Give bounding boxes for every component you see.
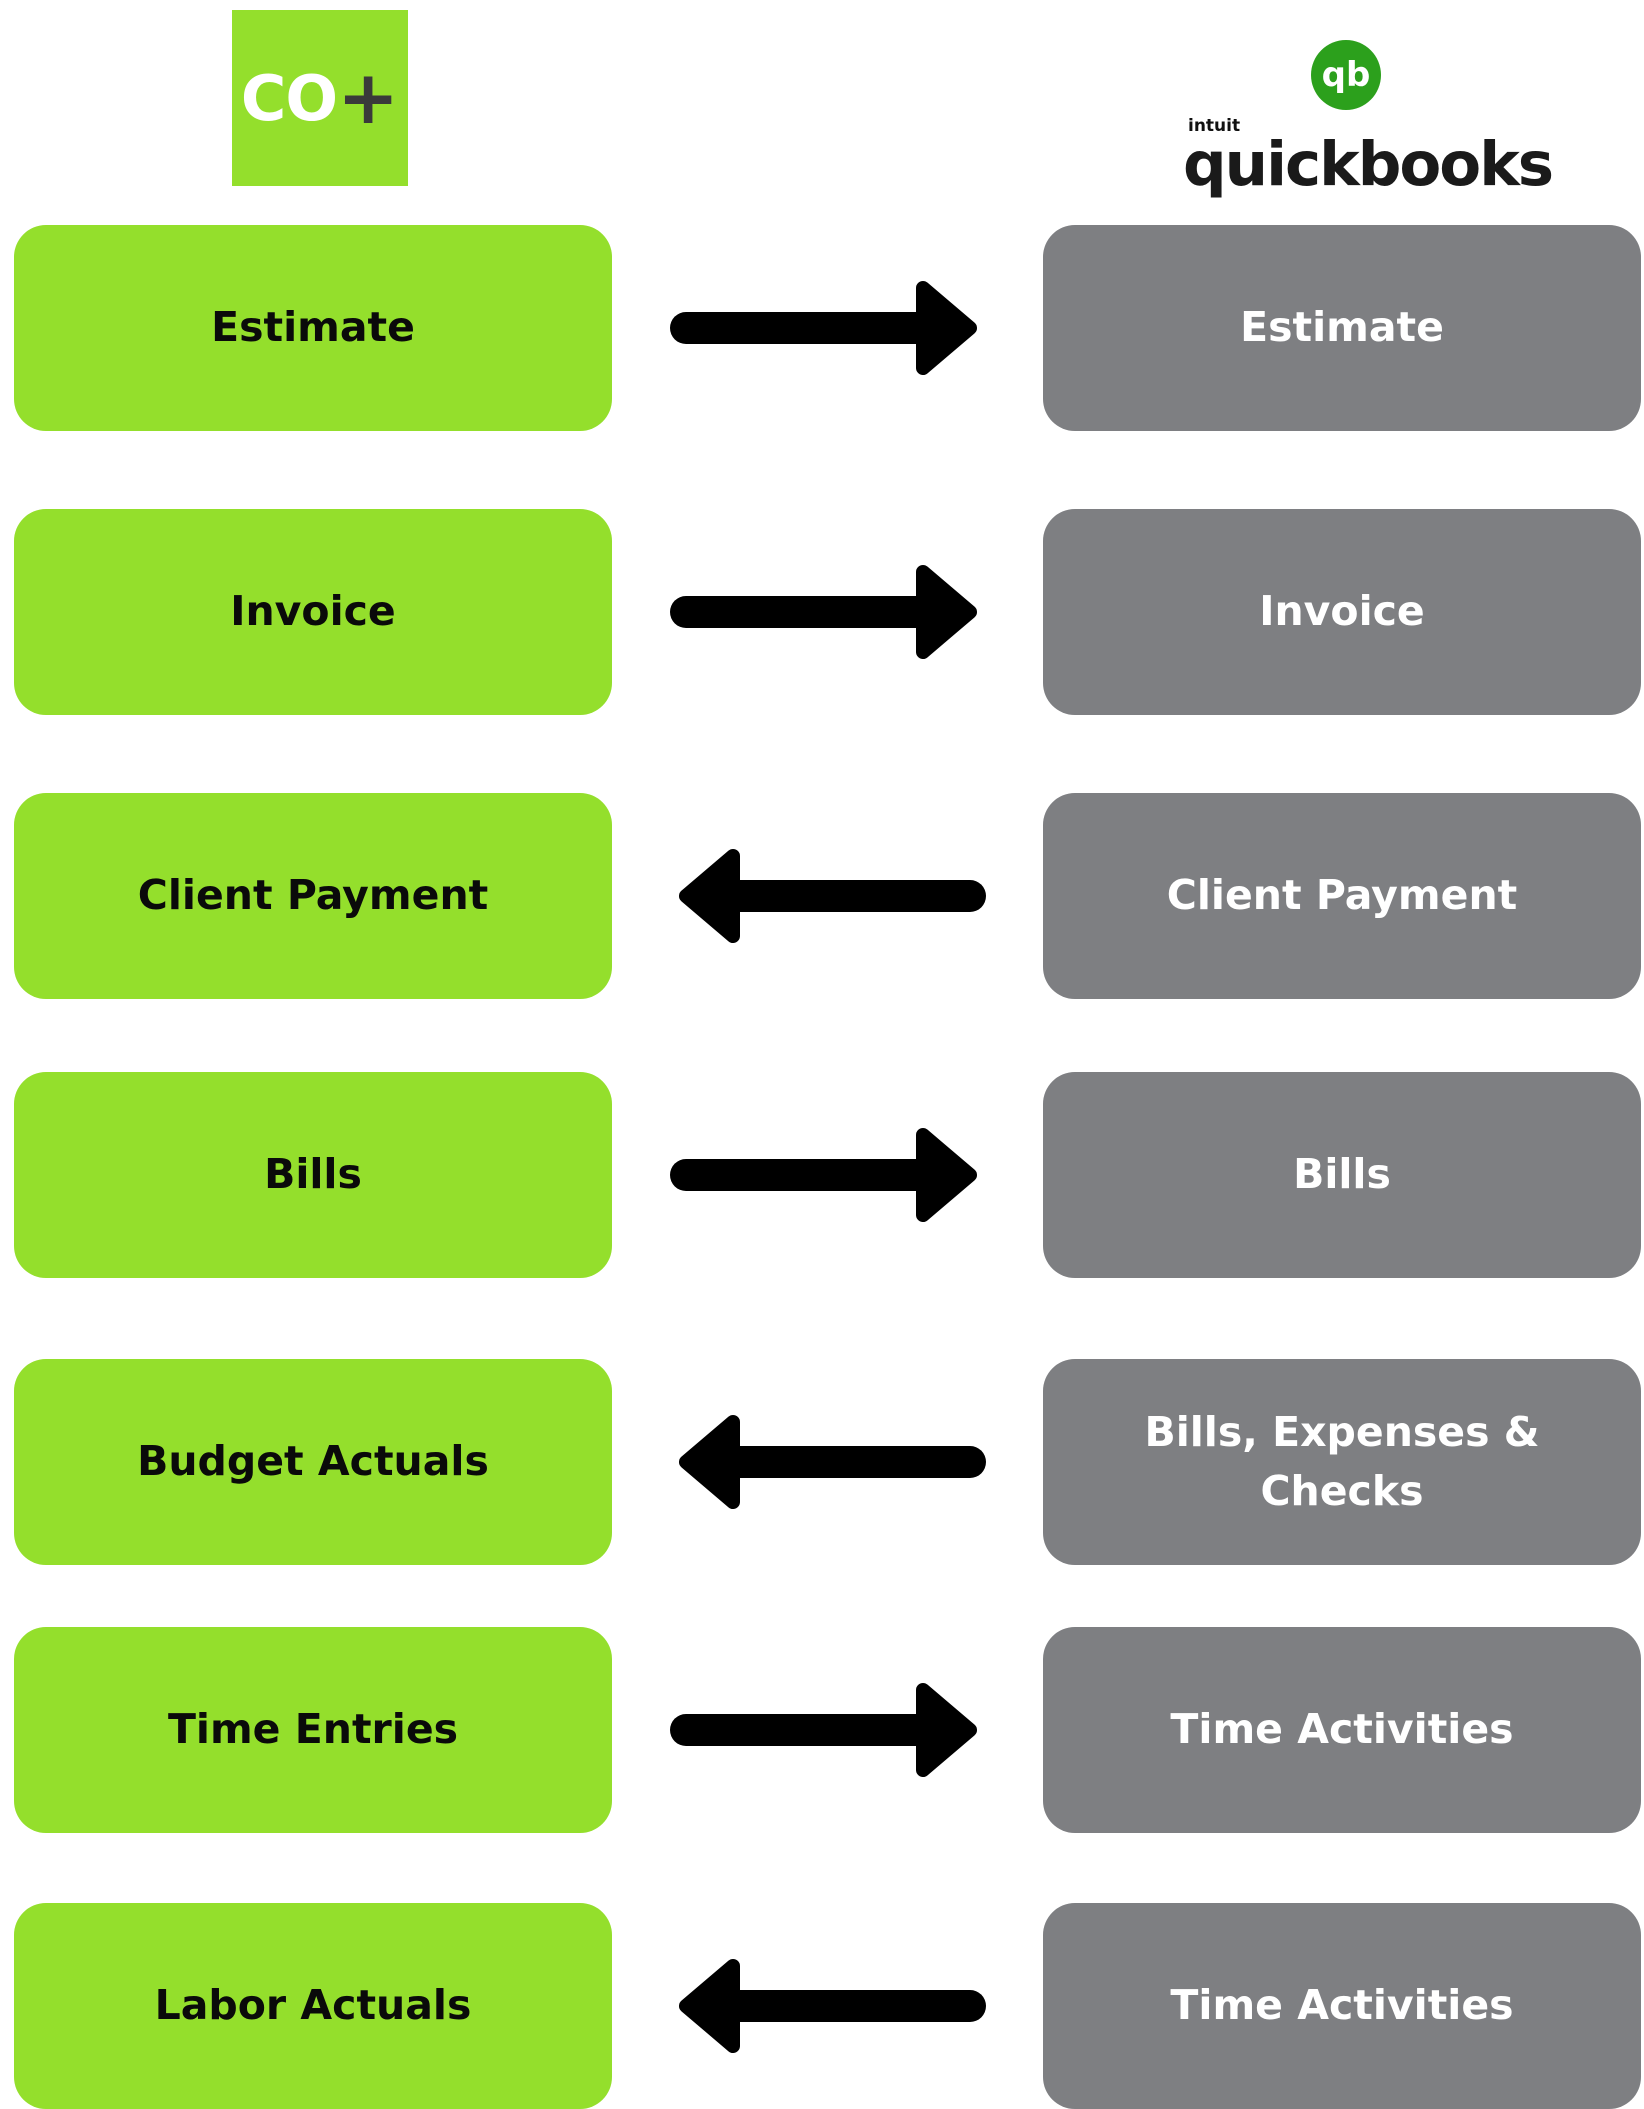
sync-row: Time Entries Time Activities [0, 1627, 1644, 1833]
arrow-head [679, 1959, 740, 2053]
intuit-label: intuit [1188, 116, 1241, 136]
arrow-shape [670, 281, 977, 375]
arrow-left-icon [679, 1415, 986, 1509]
arrow-head [916, 565, 977, 659]
arrow-head [916, 281, 977, 375]
quickbooks-logo: qb intuit quickbooks [1180, 40, 1554, 259]
co-plus-item: Labor Actuals [14, 1903, 612, 2109]
co-plus-item: Client Payment [14, 793, 612, 999]
arrow-right-icon [670, 565, 977, 659]
quickbooks-wordmark-text: quickbooks [1183, 129, 1554, 200]
co-logo-text: CO [240, 61, 338, 135]
quickbooks-item: Bills, Expenses & Checks [1043, 1359, 1641, 1565]
quickbooks-icon-text: qb [1322, 55, 1371, 95]
co-plus-item: Time Entries [14, 1627, 612, 1833]
co-plus-item: Budget Actuals [14, 1359, 612, 1565]
arrow-shape [679, 849, 986, 943]
arrow-left-icon [679, 1959, 986, 2053]
arrow-shape [670, 1128, 977, 1222]
arrow-right-icon [670, 1128, 977, 1222]
sync-row: Estimate Estimate [0, 225, 1644, 431]
arrow-head [916, 1683, 977, 1777]
arrow-shape [670, 1683, 977, 1777]
co-plus-item: Bills [14, 1072, 612, 1278]
quickbooks-item: Estimate [1043, 225, 1641, 431]
quickbooks-item: Invoice [1043, 509, 1641, 715]
sync-row: Client Payment Client Payment [0, 793, 1644, 999]
co-plus-item: Invoice [14, 509, 612, 715]
arrow-shape [679, 1959, 986, 2053]
arrow-right-icon [670, 281, 977, 375]
quickbooks-icon: qb [1311, 40, 1381, 110]
sync-row: Invoice Invoice [0, 509, 1644, 715]
sync-row: Labor Actuals Time Activities [0, 1903, 1644, 2109]
arrow-left-icon [679, 849, 986, 943]
co-plus-logo: CO+ [232, 10, 408, 186]
arrow-head [916, 1128, 977, 1222]
arrow-shape [679, 1415, 986, 1509]
sync-row: Budget Actuals Bills, Expenses & Checks [0, 1359, 1644, 1565]
arrow-head [679, 849, 740, 943]
quickbooks-item: Time Activities [1043, 1627, 1641, 1833]
arrow-shape [670, 565, 977, 659]
quickbooks-wordmark: quickbooks [1183, 128, 1554, 274]
arrow-head [679, 1415, 740, 1509]
quickbooks-item: Time Activities [1043, 1903, 1641, 2109]
quickbooks-item: Client Payment [1043, 793, 1641, 999]
arrow-right-icon [670, 1683, 977, 1777]
quickbooks-item: Bills [1043, 1072, 1641, 1278]
co-plus-item: Estimate [14, 225, 612, 431]
sync-row: Bills Bills [0, 1072, 1644, 1278]
co-logo-plus: + [337, 55, 400, 141]
